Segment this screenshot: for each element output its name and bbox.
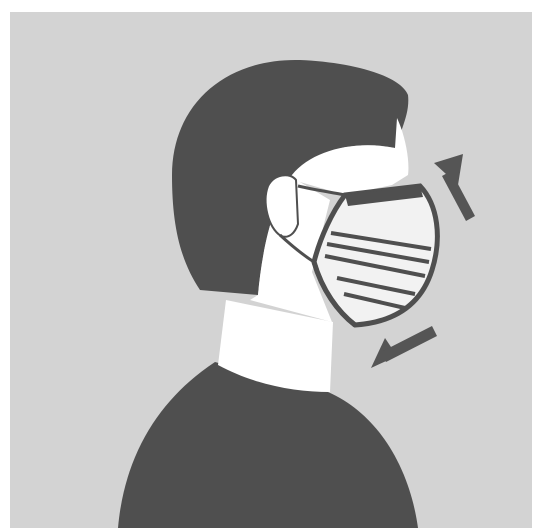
illustration-canvas: [0, 0, 541, 528]
mask-illustration: [0, 0, 541, 528]
